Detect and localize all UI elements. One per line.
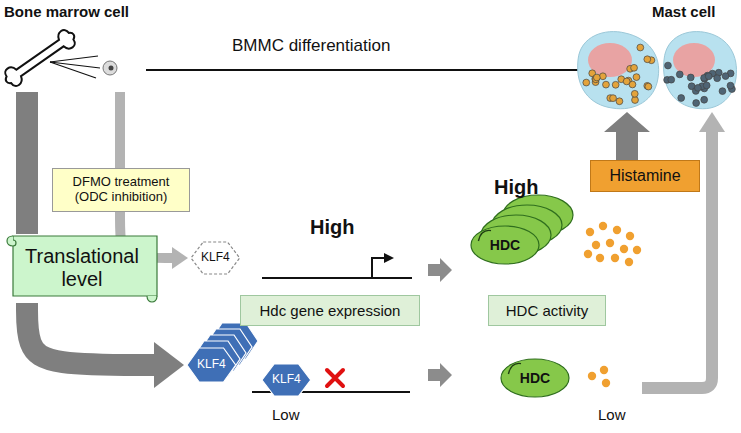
node-text: HDC bbox=[490, 237, 520, 253]
process-box: HDC activity bbox=[488, 295, 606, 326]
flow-arrow bbox=[27, 303, 184, 388]
node-text: Histamine bbox=[609, 167, 680, 185]
product-box: Histamine bbox=[590, 160, 700, 192]
granule bbox=[668, 76, 675, 83]
hdc-gene-high bbox=[262, 258, 412, 278]
histamine-dot bbox=[626, 232, 634, 240]
granule bbox=[693, 100, 700, 107]
granule bbox=[631, 64, 638, 71]
granule bbox=[633, 74, 640, 81]
granule bbox=[714, 75, 721, 82]
node-text: Translational level bbox=[17, 245, 147, 291]
histamine-dot bbox=[613, 226, 621, 234]
node-text: KLF4 bbox=[197, 358, 226, 372]
granule bbox=[599, 73, 606, 80]
granule bbox=[694, 84, 701, 91]
granule bbox=[632, 97, 639, 104]
granule bbox=[701, 96, 708, 103]
klf4-hexagon: KLF4 bbox=[190, 241, 241, 275]
arrow-head bbox=[154, 342, 184, 388]
granule bbox=[678, 95, 685, 102]
marrow-cell bbox=[103, 61, 117, 75]
histamine-dots-high bbox=[584, 222, 641, 266]
histamine-dot bbox=[606, 239, 614, 247]
granule bbox=[705, 73, 712, 80]
translation-arrow-shaft bbox=[16, 92, 38, 234]
annotation-label: Mast cell bbox=[652, 3, 715, 20]
granule bbox=[610, 95, 617, 102]
histamine-dot bbox=[600, 366, 608, 374]
node-text: KLF4 bbox=[201, 251, 230, 265]
granule bbox=[719, 88, 726, 95]
low-path-arrowhead bbox=[699, 112, 725, 132]
node-text: Hdc gene expression bbox=[260, 302, 401, 319]
granule bbox=[631, 90, 638, 97]
histamine-dot bbox=[611, 254, 619, 262]
granule bbox=[637, 44, 644, 51]
histamine-dot bbox=[586, 228, 594, 236]
histamine-dot bbox=[599, 222, 607, 230]
dfmo-arrow-shaft bbox=[115, 92, 125, 172]
granule bbox=[623, 78, 630, 85]
granule bbox=[722, 73, 729, 80]
histamine-dot bbox=[633, 246, 641, 254]
annotation-label: Low bbox=[272, 406, 300, 423]
process-box: Hdc gene expression bbox=[240, 295, 420, 326]
mast-cell-2 bbox=[664, 32, 737, 109]
differentiation-arrow bbox=[146, 69, 588, 71]
step-arrow bbox=[428, 363, 452, 387]
histamine-dot bbox=[602, 379, 610, 387]
extraction-lines bbox=[50, 56, 100, 78]
arrow-shaft bbox=[27, 303, 155, 365]
node-text: HDC bbox=[520, 370, 550, 386]
klf4-hexagon: KLF4 bbox=[186, 347, 237, 383]
histamine-dot bbox=[592, 241, 600, 249]
granule bbox=[676, 71, 683, 78]
granule bbox=[645, 83, 652, 90]
node-text: HDC activity bbox=[506, 302, 589, 319]
annotation-label: High bbox=[494, 176, 538, 199]
granule bbox=[616, 98, 623, 105]
granule bbox=[644, 56, 651, 63]
mast-cell-1 bbox=[578, 32, 659, 109]
annotation-label: High bbox=[310, 216, 354, 239]
granule bbox=[593, 74, 600, 81]
histamine-dot bbox=[584, 250, 592, 258]
granule bbox=[727, 82, 734, 89]
node-text: DFMO treatment (ODC inhibition) bbox=[59, 175, 183, 205]
granule bbox=[703, 82, 710, 89]
node-text: KLF4 bbox=[272, 373, 301, 387]
histamine-arrow bbox=[604, 112, 650, 160]
histamine-dot bbox=[625, 258, 633, 266]
treatment-box: DFMO treatment (ODC inhibition) bbox=[52, 168, 190, 212]
histamine-dots-low bbox=[588, 366, 610, 387]
annotation-label: Bone marrow cell bbox=[4, 3, 129, 20]
histamine-dot bbox=[596, 254, 604, 262]
step-arrow bbox=[428, 258, 452, 282]
level-scroll: Translational level bbox=[5, 232, 159, 304]
histamine-dot bbox=[620, 245, 628, 253]
granule bbox=[583, 79, 590, 86]
bone-drawing bbox=[1, 26, 80, 89]
granule bbox=[687, 74, 694, 81]
annotation-label: Low bbox=[598, 406, 626, 423]
granule bbox=[665, 62, 672, 69]
hdc-enzyme: HDC bbox=[500, 358, 570, 398]
granule bbox=[612, 81, 619, 88]
granule bbox=[603, 81, 610, 88]
histamine-dot bbox=[588, 372, 596, 380]
hdc-enzyme: HDC bbox=[470, 225, 540, 265]
arrow-head bbox=[172, 247, 188, 269]
annotation-label: BMMC differentiation bbox=[232, 36, 390, 56]
klf4-hexagon: KLF4 bbox=[261, 363, 312, 397]
